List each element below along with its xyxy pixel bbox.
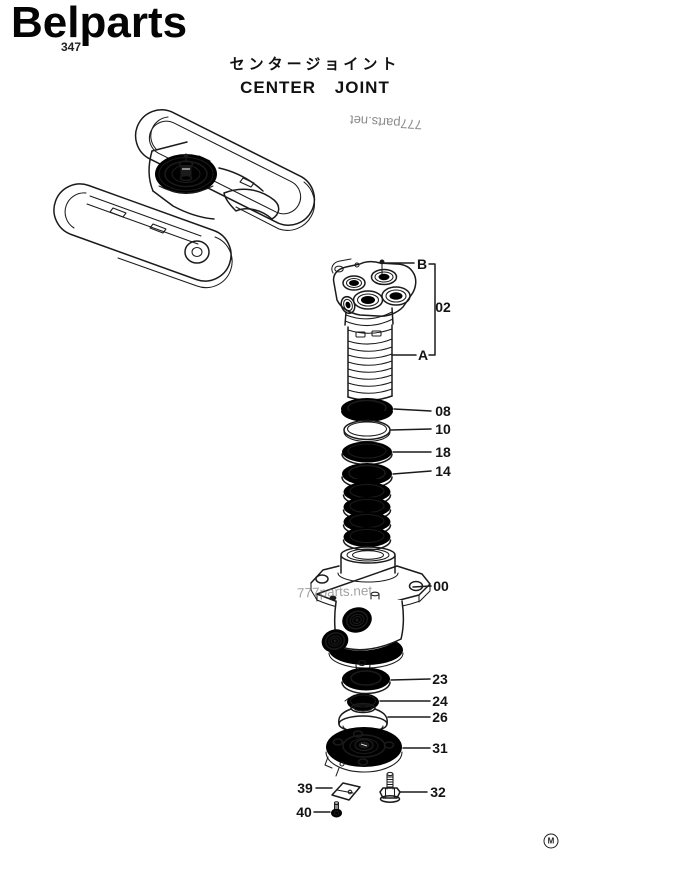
callout-24: 24 xyxy=(432,693,448,709)
bolt-40-part xyxy=(331,801,342,818)
page-number: 347 xyxy=(61,40,82,54)
callout-40: 40 xyxy=(296,804,312,820)
seal-ring-stack xyxy=(342,482,392,551)
center-joint-on-frame xyxy=(178,153,194,182)
callout-02: 02 xyxy=(435,299,451,315)
maker-mark-circled-m: M xyxy=(543,833,559,849)
callout-B: B xyxy=(416,256,428,272)
title-english: CENTER JOINT xyxy=(240,78,390,97)
seal-ring-18 xyxy=(341,441,393,466)
callout-26: 26 xyxy=(432,709,448,725)
washer-23-part xyxy=(341,667,391,695)
callout-18: 18 xyxy=(435,444,451,460)
center-joint-exploded xyxy=(310,258,436,818)
callout-23: 23 xyxy=(432,671,448,687)
callout-10: 10 xyxy=(435,421,451,437)
center-frame xyxy=(148,141,280,220)
callout-39: 39 xyxy=(297,780,313,796)
undercarriage-drawing xyxy=(53,109,316,289)
lock-plate-39-part xyxy=(331,782,361,801)
callout-00: 00 xyxy=(433,578,449,594)
title-block: センタージョイント CENTER JOINT xyxy=(203,53,427,98)
callout-A: A xyxy=(417,347,429,363)
callout-32: 32 xyxy=(430,784,446,800)
seal-ring-10 xyxy=(343,419,391,442)
callout-31: 31 xyxy=(432,740,448,756)
housing-body-part xyxy=(310,546,431,674)
pin-b-part xyxy=(379,259,385,277)
base-flange-31-part xyxy=(324,727,403,777)
left-track xyxy=(53,183,233,289)
spool-column-part xyxy=(344,307,394,401)
callout-08: 08 xyxy=(435,403,451,419)
brand-logo: Belparts xyxy=(11,0,188,47)
callout-14: 14 xyxy=(435,463,451,479)
bolt-32-part xyxy=(379,771,401,803)
watermark-middle: 777parts.net xyxy=(296,582,373,601)
seal-ring-08 xyxy=(341,398,393,422)
title-japanese: センタージョイント xyxy=(229,56,401,73)
leader-lines xyxy=(313,262,436,813)
seal-ring-14 xyxy=(341,463,393,489)
valve-head-part xyxy=(331,258,417,317)
snap-ring-24-part xyxy=(344,693,379,711)
